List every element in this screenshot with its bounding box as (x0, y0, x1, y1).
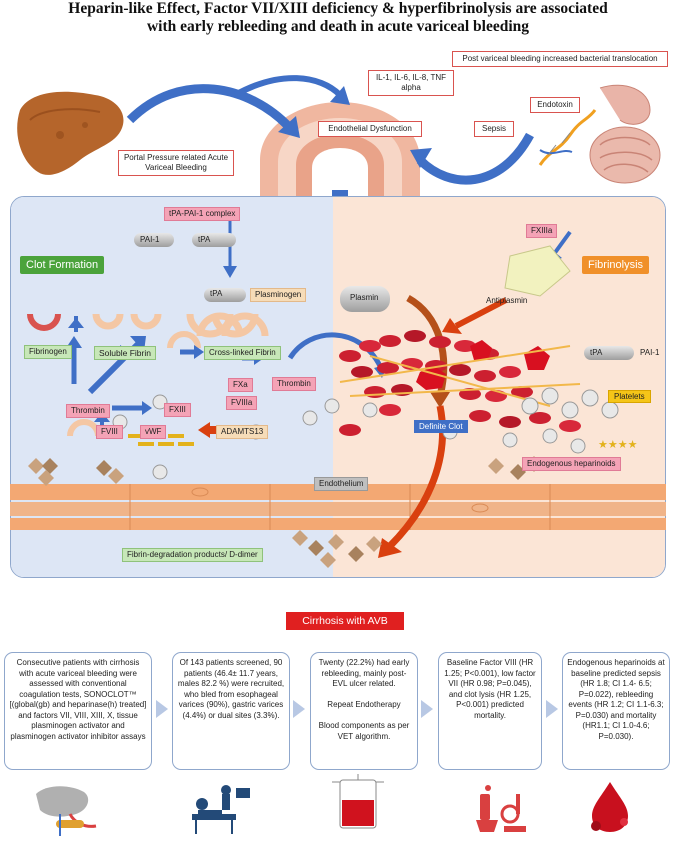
definite-clot-label: Definite Clot (414, 420, 468, 433)
cirrhosis-banner: Cirrhosis with AVB (286, 612, 404, 630)
fxiiia-label: FXIIIa (526, 224, 558, 238)
plasminogen-label: Plasminogen (250, 288, 307, 302)
fviii-label: FVIII (96, 425, 123, 439)
bottom-icons (36, 774, 628, 836)
title-line-2: with early rebleeding and death in acute… (146, 18, 530, 35)
liver-pancreas-icon (36, 786, 97, 836)
fdp-label: Fibrin-degradation products/ D-dimer (122, 548, 263, 562)
page-title: Heparin-like Effect, Factor VII/XIII def… (0, 0, 676, 36)
clot-formation-heading: Clot Formation (20, 256, 105, 274)
tpa-mid-label: tPA (210, 289, 223, 298)
cohort-card: Of 143 patients screened, 90 patients (4… (172, 652, 290, 770)
dna-icon (538, 109, 597, 166)
pai1-pill (134, 233, 174, 247)
tpa-pill-right (584, 346, 634, 360)
flow-arrow-4 (546, 700, 558, 718)
intestines-icon (589, 84, 661, 184)
pai1-label: PAI-1 (140, 235, 160, 244)
endothelium-band (10, 484, 666, 530)
clot-illustration (112, 330, 619, 480)
tpa-top-label: tPA (198, 235, 211, 244)
platelets-label: Platelets (608, 390, 651, 403)
arrow-liver-to-endothelium (126, 84, 294, 132)
title-line-1: Heparin-like Effect, Factor VII/XIII def… (68, 0, 608, 17)
tpa-pill-mid (204, 288, 246, 302)
blood-bag-icon (332, 774, 384, 829)
thrombin-left-label: Thrombin (66, 404, 110, 418)
heparinoids-outcome-card: Endogenous heparinoids at baseline predi… (562, 652, 670, 770)
flow-arrow-1 (156, 700, 168, 718)
fibrinogen-label: Fibrinogen (24, 345, 72, 359)
blood-drop-icon (591, 782, 628, 832)
plasmin-pill (340, 286, 390, 312)
arrow-down (322, 190, 358, 200)
endothelium-label: Endothelium (314, 477, 369, 491)
fxiii-label: FXIII (164, 403, 191, 417)
soluble-fibrin-label: Soluble Fibrin (94, 346, 156, 360)
arrow-to-cytokines (233, 75, 343, 98)
adamts13-label: ADAMTS13 (216, 425, 269, 439)
tpa-right-label: tPA (590, 348, 603, 357)
cytokines-box: IL-1, IL-6, IL-8, TNF alpha (368, 70, 454, 96)
antiplasmin-label: Antiplasmin (486, 296, 528, 305)
plasmin-label: Plasmin (350, 293, 379, 302)
portal-pressure-box: Portal Pressure related Acute Variceal B… (118, 150, 234, 176)
sepsis-box: Sepsis (474, 121, 514, 137)
tpa-pai1-complex-label: tPA-PAI-1 complex (164, 207, 241, 221)
endoscopy-icon (192, 785, 250, 834)
crosslinked-fibrin-label: Cross-linked Fibrin (204, 346, 281, 360)
endothelial-dysfunction-box: Endothelial Dysfunction (318, 121, 422, 137)
thrombin-mid-label: Thrombin (272, 377, 316, 391)
endotoxin-box: Endotoxin (530, 97, 580, 113)
svg-text:★★★★: ★★★★ (598, 439, 638, 451)
rebleeding-card: Twenty (22.2%) had early rebleeding, mai… (310, 652, 418, 770)
pai1-right-label: PAI-1 (640, 348, 660, 357)
flow-arrow-3 (421, 700, 433, 718)
mechanism-drawing: ★★★ ★★★★ (10, 216, 666, 568)
fxa-label: FXa (228, 378, 253, 392)
arrow-sepsis-to-endothelium (416, 132, 534, 185)
endogenous-heparinoids-label: Endogenous heparinoids (522, 457, 621, 471)
flow-arrow-2 (293, 700, 305, 718)
fibrinolysis-heading: Fibrinolysis (582, 256, 650, 274)
tpa-pill-top (192, 233, 236, 247)
methods-card: Consecutive patients with cirrhosis with… (4, 652, 152, 770)
translocation-box: Post variceal bleeding increased bacteri… (452, 51, 668, 67)
mortality-predictors-card: Baseline Factor VIII (HR 1.25; P<0.001),… (438, 652, 542, 770)
microscope-icon (476, 785, 526, 832)
fviiia-label: FVIIIa (226, 396, 258, 410)
liver-icon (17, 91, 124, 175)
vwf-label: vWF (140, 425, 167, 439)
